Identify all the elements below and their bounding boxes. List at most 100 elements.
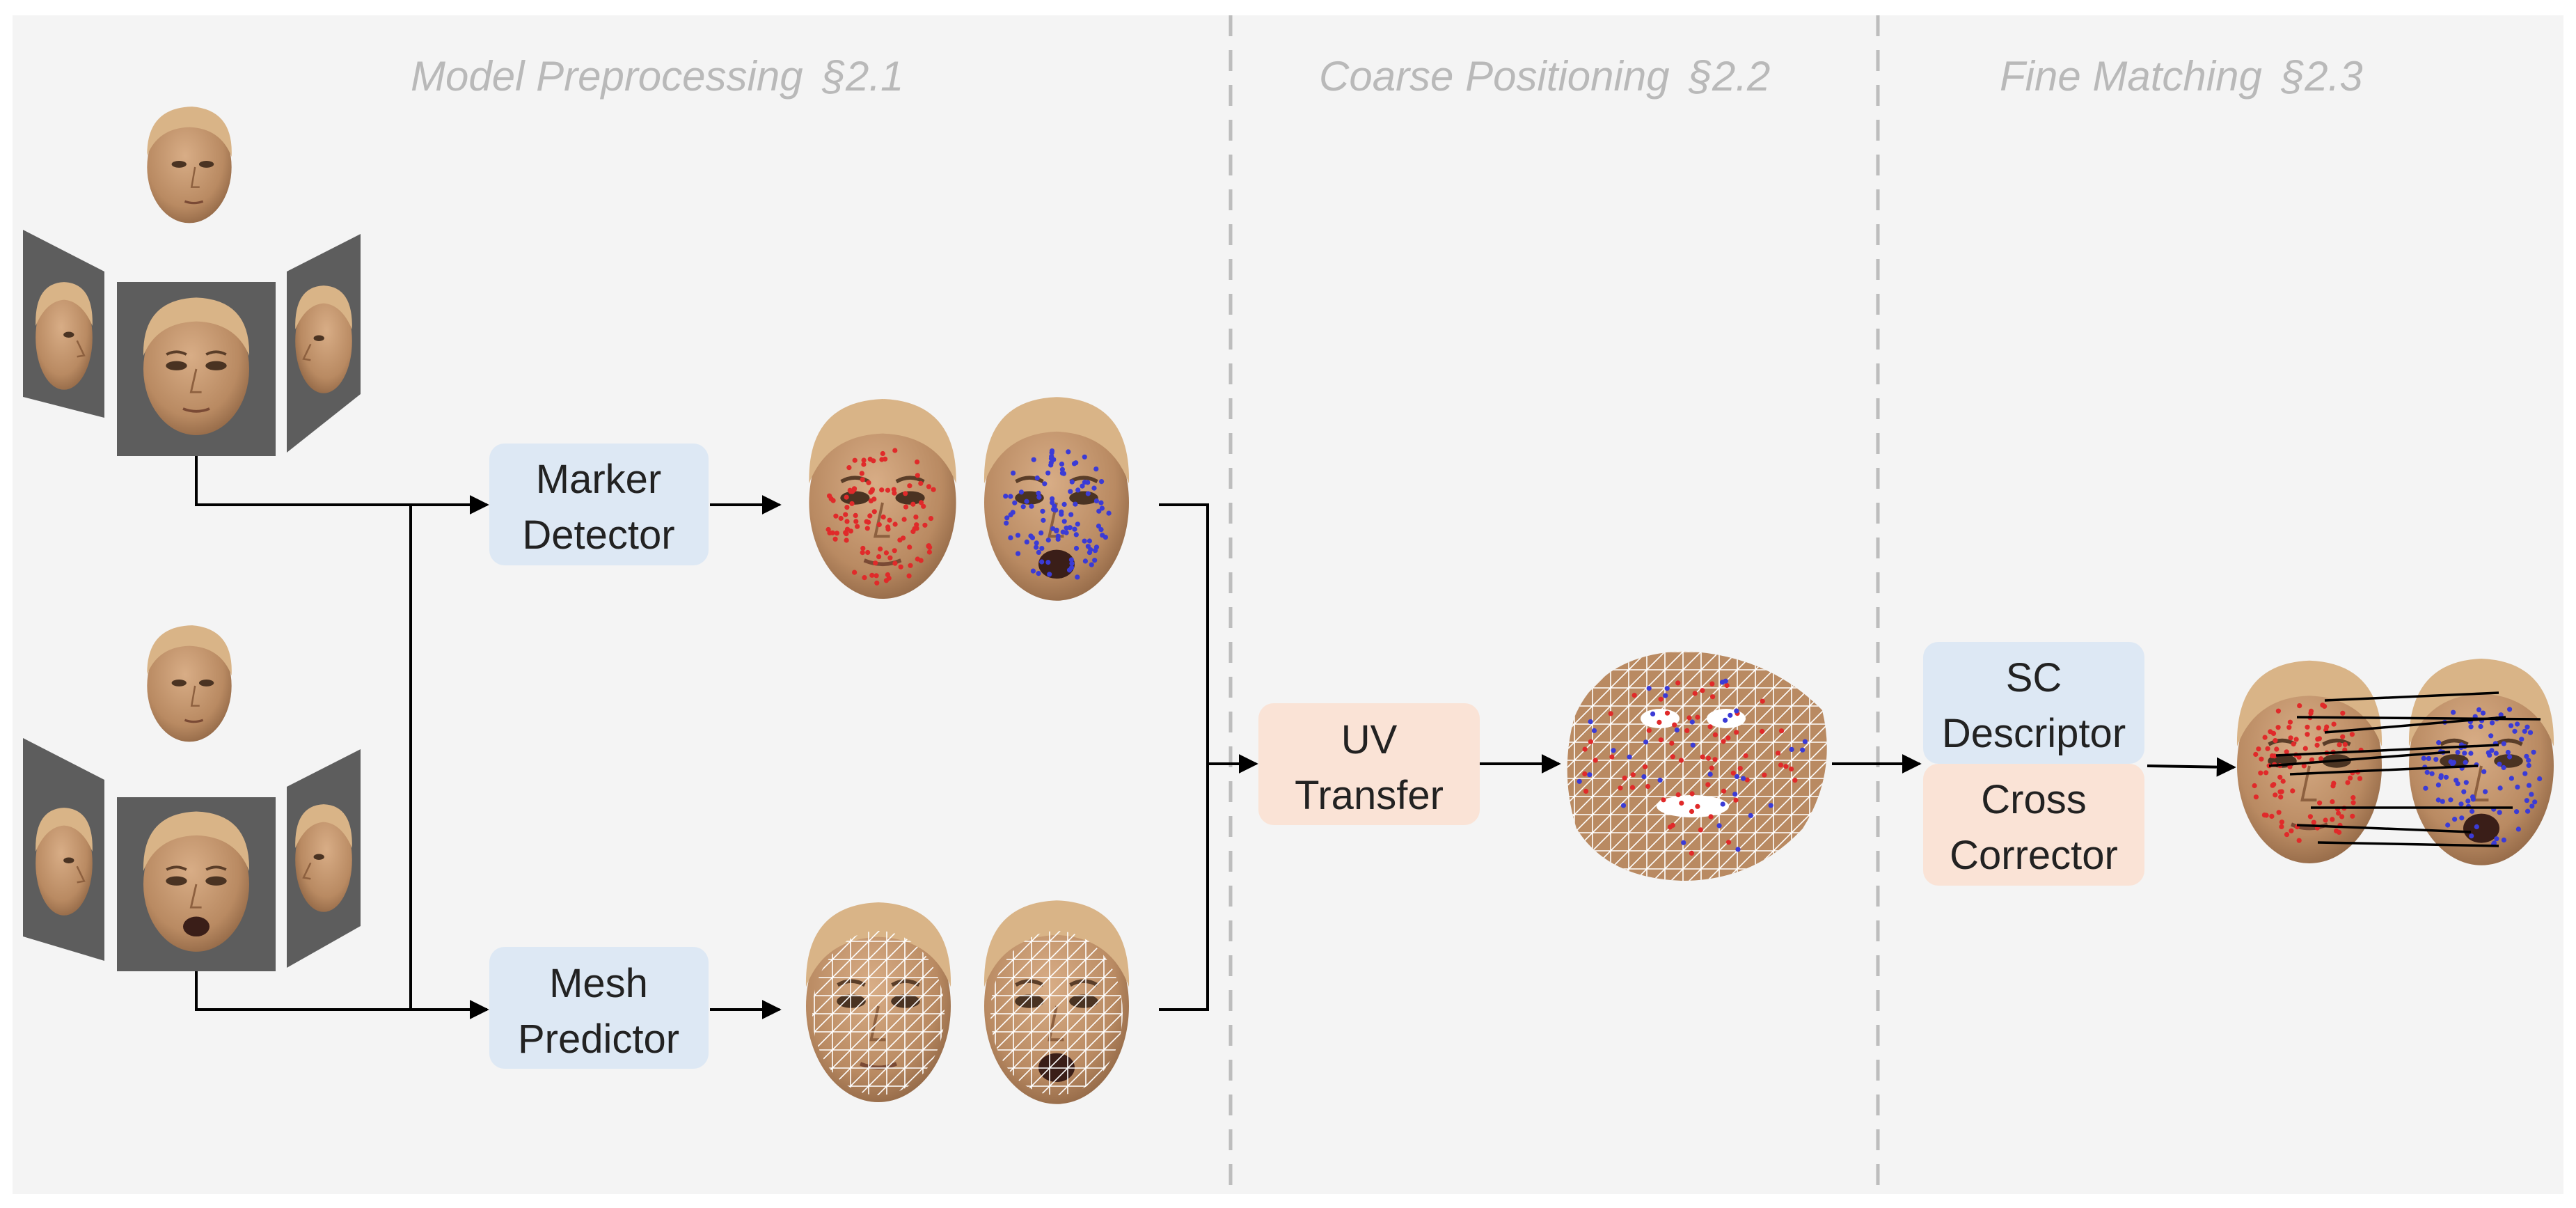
marker-dot (2494, 836, 2499, 842)
stage-title-coarse: Coarse Positioning§2.2 (1319, 53, 1770, 100)
marker-dot (1698, 827, 1703, 833)
marker-dot (1072, 526, 1077, 532)
left-view-face (34, 806, 94, 917)
marker-dot (2274, 746, 2279, 752)
marker-dot (1783, 764, 1789, 769)
marker-dot (918, 480, 924, 486)
marker-dot (1069, 479, 1075, 485)
marker-dot (1734, 774, 1740, 779)
marker-dot (2452, 817, 2458, 822)
diagram-background (13, 15, 2563, 1194)
marker-dot (2448, 797, 2453, 803)
marker-dot (2433, 757, 2439, 762)
marker-dot (2330, 799, 2335, 805)
marker-dot (2289, 828, 2294, 833)
marker-dot (1725, 735, 1731, 741)
marker-dot (1069, 560, 1075, 566)
marker-dot (1620, 803, 1627, 808)
marker-dot (1082, 479, 1087, 485)
arrow-fine-to-result (2147, 757, 2236, 777)
marker-dot (2423, 785, 2428, 791)
marker-dot (1700, 688, 1705, 693)
marker-dot (2489, 748, 2495, 753)
marker-dot (1645, 783, 1651, 790)
marker-dot (869, 572, 875, 578)
stage-title-preprocessing: Model Preprocessing§2.1 (411, 53, 903, 100)
marker-dot (2529, 792, 2534, 797)
uv-marker-dots (1577, 678, 1808, 856)
marker-dot (2497, 761, 2502, 767)
marker-dot (1663, 693, 1668, 698)
marker-dot (1038, 530, 1044, 536)
marker-dot (1020, 504, 1026, 510)
marker-dot (918, 500, 924, 505)
marker-dot (2280, 778, 2286, 784)
marker-dot (898, 564, 903, 570)
marker-dot (910, 501, 916, 507)
marker-dot (1730, 770, 1736, 776)
marker-dot (1741, 776, 1746, 781)
marker-dot (1086, 538, 1092, 544)
marker-dot (2337, 742, 2342, 748)
marker-dot (2461, 789, 2467, 794)
marker-dot (2296, 838, 2302, 843)
marker-dot (2277, 774, 2283, 780)
marker-dot (2350, 800, 2356, 806)
marker-detector-label-1: Marker (536, 457, 661, 502)
marker-dot (2323, 817, 2328, 823)
marker-dot (2276, 810, 2282, 815)
marker-dot (901, 517, 907, 522)
marker-dot (1744, 777, 1750, 783)
marker-dot (2284, 832, 2290, 838)
marker-dot (1675, 680, 1681, 686)
marker-dot (1582, 746, 1588, 752)
marker-dot (853, 519, 859, 524)
marker-dot (1096, 524, 1102, 529)
marker-dot (1593, 758, 1598, 763)
marker-dot (879, 487, 885, 493)
marker-dot (2293, 737, 2299, 742)
marker-dot (2470, 808, 2475, 814)
marker-dot (1724, 682, 1730, 689)
marker-dot (1034, 540, 1039, 546)
marker-dot (1748, 813, 1753, 818)
marker-dot (2519, 737, 2524, 742)
marker-dot (1008, 494, 1013, 499)
marker-dot (2497, 810, 2502, 815)
mesh-predictor-label-1: Mesh (549, 961, 648, 1006)
front-view-face (142, 296, 251, 437)
marker-dot (2263, 813, 2269, 818)
marker-dot (1075, 521, 1080, 527)
head-3d-model-icon (145, 624, 233, 743)
marker-dot (2305, 724, 2310, 730)
marker-dot (1689, 791, 1695, 797)
marker-dot (2497, 785, 2503, 791)
marker-dot (2263, 770, 2269, 776)
marker-dot (825, 526, 831, 533)
marker-dot (1050, 500, 1055, 505)
marker-dot (2453, 778, 2459, 783)
marker-dot (849, 501, 855, 506)
marker-dot (2451, 709, 2456, 715)
marker-dot (1709, 765, 1714, 771)
mesh-predicted-faces (806, 900, 1129, 1104)
marker-dot (891, 487, 896, 492)
marker-dot (838, 515, 844, 521)
marker-dot (866, 480, 871, 485)
marker-dot (852, 457, 858, 463)
marker-dot (1646, 686, 1652, 691)
marker-dot (921, 503, 926, 509)
marker-dot (871, 458, 876, 464)
marker-dot (1657, 777, 1663, 783)
marker-dot (1091, 485, 1097, 491)
marker-dot (2514, 809, 2520, 815)
sc-descriptor-label-2: Descriptor (1942, 711, 2126, 756)
marker-dot (1674, 727, 1680, 733)
marker-dot (914, 522, 919, 528)
marker-dot (1012, 500, 1018, 505)
marker-dot (1034, 544, 1039, 550)
marker-dot (2470, 794, 2476, 800)
marker-dot (1669, 740, 1675, 746)
right-view-face (294, 284, 354, 395)
marker-dot (926, 484, 932, 489)
